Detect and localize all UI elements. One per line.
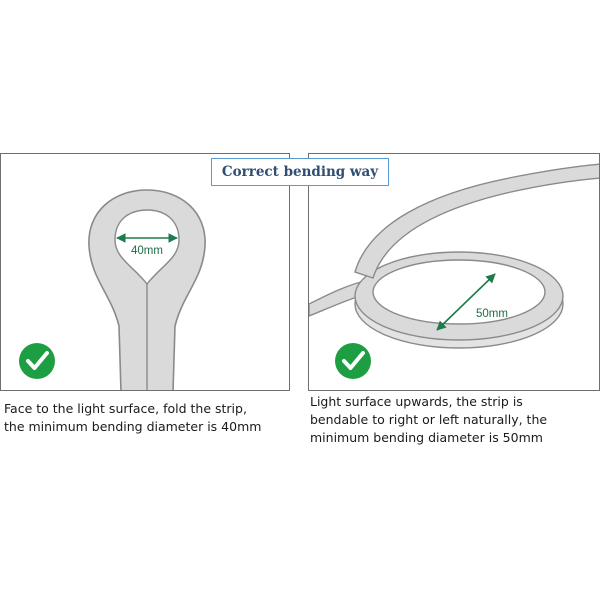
strip-upper-sweep <box>354 163 599 279</box>
right-caption: Light surface upwards, the strip is bend… <box>310 393 547 447</box>
check-circle-icon <box>19 343 55 379</box>
coil-ring-hole <box>372 259 546 325</box>
strip-inner-loop <box>114 209 180 286</box>
left-caption-line: Face to the light surface, fold the stri… <box>4 401 247 416</box>
right-caption-line: bendable to right or left naturally, the <box>310 412 548 427</box>
diameter-arrow-50 <box>436 273 496 331</box>
diameter-label-50: 50mm <box>476 308 508 320</box>
coiled-strip-illustration: 50mm <box>309 163 599 379</box>
title-box: Correct bending way <box>211 158 389 186</box>
right-caption-line: Light surface upwards, the strip is <box>310 394 523 409</box>
folded-strip-illustration: 40mm <box>19 189 206 390</box>
check-circle-icon <box>335 343 371 379</box>
left-bend-panel: 40mm <box>0 153 290 391</box>
left-caption-line: the minimum bending diameter is 40mm <box>4 419 262 434</box>
diagram-title: Correct bending way <box>221 164 379 180</box>
right-caption-line: minimum bending diameter is 50mm <box>310 430 543 445</box>
right-bend-panel: 50mm <box>308 153 600 391</box>
left-caption: Face to the light surface, fold the stri… <box>4 400 261 436</box>
diameter-label-40: 40mm <box>131 245 163 257</box>
